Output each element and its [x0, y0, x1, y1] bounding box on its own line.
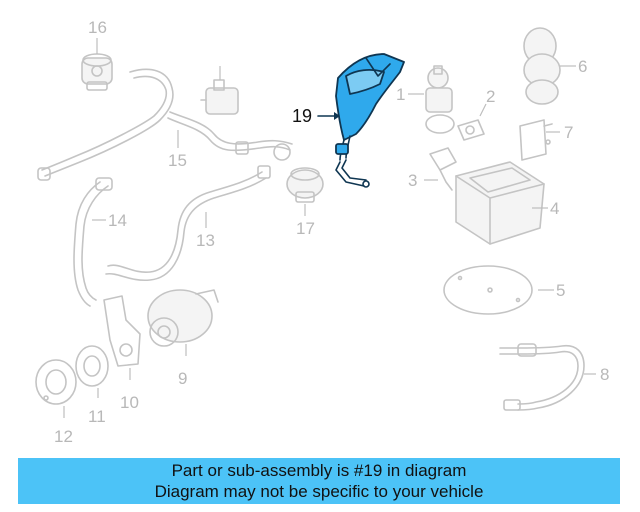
part-15-hose	[37, 68, 293, 181]
part-19-highlighted	[335, 53, 405, 188]
part-5-disc	[443, 265, 533, 315]
callout-16: 16	[88, 18, 107, 37]
callout-11: 11	[88, 407, 106, 426]
callout-10: 10	[120, 393, 139, 412]
callout-13: 13	[196, 231, 215, 250]
part-9-pump	[147, 289, 219, 347]
part-1-valve	[425, 65, 455, 134]
callout-19: 19	[292, 106, 312, 126]
part-8-sensor	[499, 343, 585, 411]
callout-4: 4	[550, 199, 559, 218]
callout-6: 6	[578, 57, 587, 76]
callout-15: 15	[168, 151, 187, 170]
callout-7: 7	[564, 123, 573, 142]
part-17-valve	[286, 167, 324, 203]
callout-1: 1	[396, 85, 405, 104]
banner-line-1: Part or sub-assembly is #19 in diagram	[171, 461, 467, 480]
callout-14: 14	[108, 211, 127, 230]
callout-8: 8	[600, 365, 609, 384]
banner-line-2: Diagram may not be specific to your vehi…	[154, 482, 484, 501]
info-banner: Part or sub-assembly is #19 in diagram D…	[18, 458, 620, 504]
part-4-module	[455, 161, 545, 245]
callout-3: 3	[408, 171, 417, 190]
part-10-bracket	[103, 295, 141, 367]
callout-2: 2	[486, 87, 495, 106]
part-7-bracket	[519, 119, 553, 161]
parts-diagram: 16 15 14 13 17	[35, 18, 609, 446]
part-3-bracket	[429, 147, 457, 191]
callout-17: 17	[296, 219, 315, 238]
part-2-gasket	[457, 119, 485, 141]
part-12-flange	[35, 359, 77, 405]
callout-12: 12	[54, 427, 73, 446]
part-13-hose	[105, 165, 271, 282]
callout-5: 5	[556, 281, 565, 300]
part-6-canister	[523, 27, 561, 105]
part-16-valve	[81, 53, 113, 91]
part-14-hose	[73, 177, 113, 307]
callout-9: 9	[178, 369, 187, 388]
part-18-sensor	[200, 79, 239, 115]
part-11-gasket	[75, 345, 109, 387]
